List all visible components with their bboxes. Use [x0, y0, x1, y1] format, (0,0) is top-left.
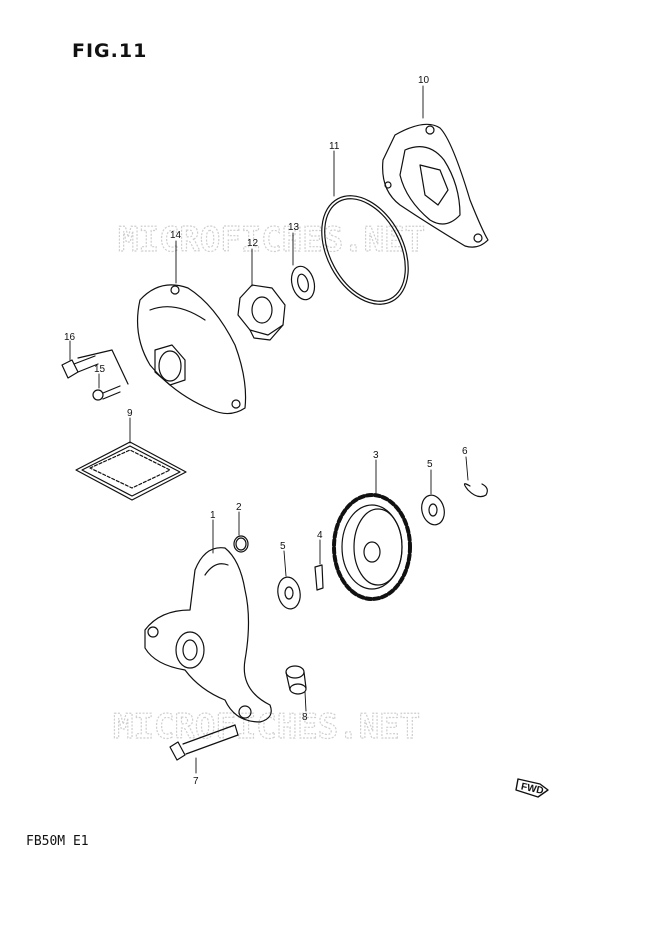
- callout-6: 6: [462, 446, 468, 457]
- part-8-dowel: [285, 665, 307, 695]
- part-4-pin: [314, 564, 324, 591]
- callout-16: 16: [64, 332, 76, 343]
- callout-1: 1: [210, 510, 216, 521]
- watermark-top: MICROFICHES.NET: [117, 219, 425, 260]
- callout-9: 9: [127, 408, 133, 419]
- callout-3: 3: [373, 450, 379, 461]
- part-1-pump-body: [144, 547, 272, 723]
- callout-2: 2: [236, 502, 242, 513]
- callout-10: 10: [418, 75, 430, 86]
- callout-4: 4: [317, 530, 323, 541]
- callout-5b: 5: [427, 459, 433, 470]
- callout-15: 15: [94, 364, 106, 375]
- part-9-gasket-set: [75, 441, 187, 501]
- part-11-o-ring: [321, 195, 409, 305]
- figure-title: FIG.11: [72, 40, 148, 62]
- part-10-pump-cover: [382, 123, 489, 248]
- fwd-label: FWD: [520, 781, 545, 796]
- svg-text:MICROFICHES.NET: MICROFICHES.NET: [118, 220, 425, 260]
- callout-8: 8: [302, 712, 308, 723]
- part-5-washer-b: [421, 494, 445, 526]
- part-6-circlip: [463, 483, 488, 498]
- fwd-arrow-icon: [515, 778, 549, 798]
- part-5-washer-a: [277, 576, 301, 610]
- part-2-o-ring-small: [233, 535, 249, 553]
- callout-13: 13: [288, 222, 300, 233]
- callout-leaders: [69, 85, 469, 774]
- part-3-gear: [332, 493, 412, 601]
- callout-14: 14: [170, 230, 182, 241]
- part-15-screw: [92, 385, 121, 401]
- svg-text:MICROFICHES.NET: MICROFICHES.NET: [113, 707, 420, 747]
- part-13-washer: [290, 265, 316, 301]
- callout-5a: 5: [280, 541, 286, 552]
- part-12-nut: [237, 284, 286, 341]
- part-7-long-bolt: [169, 724, 239, 761]
- part-16-bolt: [61, 349, 129, 385]
- part-14-pump-housing: [136, 284, 247, 415]
- callout-labels: 10 11 13 12 14 16 15 9 1 2 3 5 6 5 4 8 7…: [64, 75, 544, 797]
- callout-11: 11: [329, 141, 340, 152]
- watermark-bottom: MICROFICHES.NET: [112, 706, 420, 747]
- callout-7: 7: [193, 776, 199, 787]
- callout-12: 12: [247, 238, 259, 249]
- model-code: FB50M E1: [26, 834, 89, 849]
